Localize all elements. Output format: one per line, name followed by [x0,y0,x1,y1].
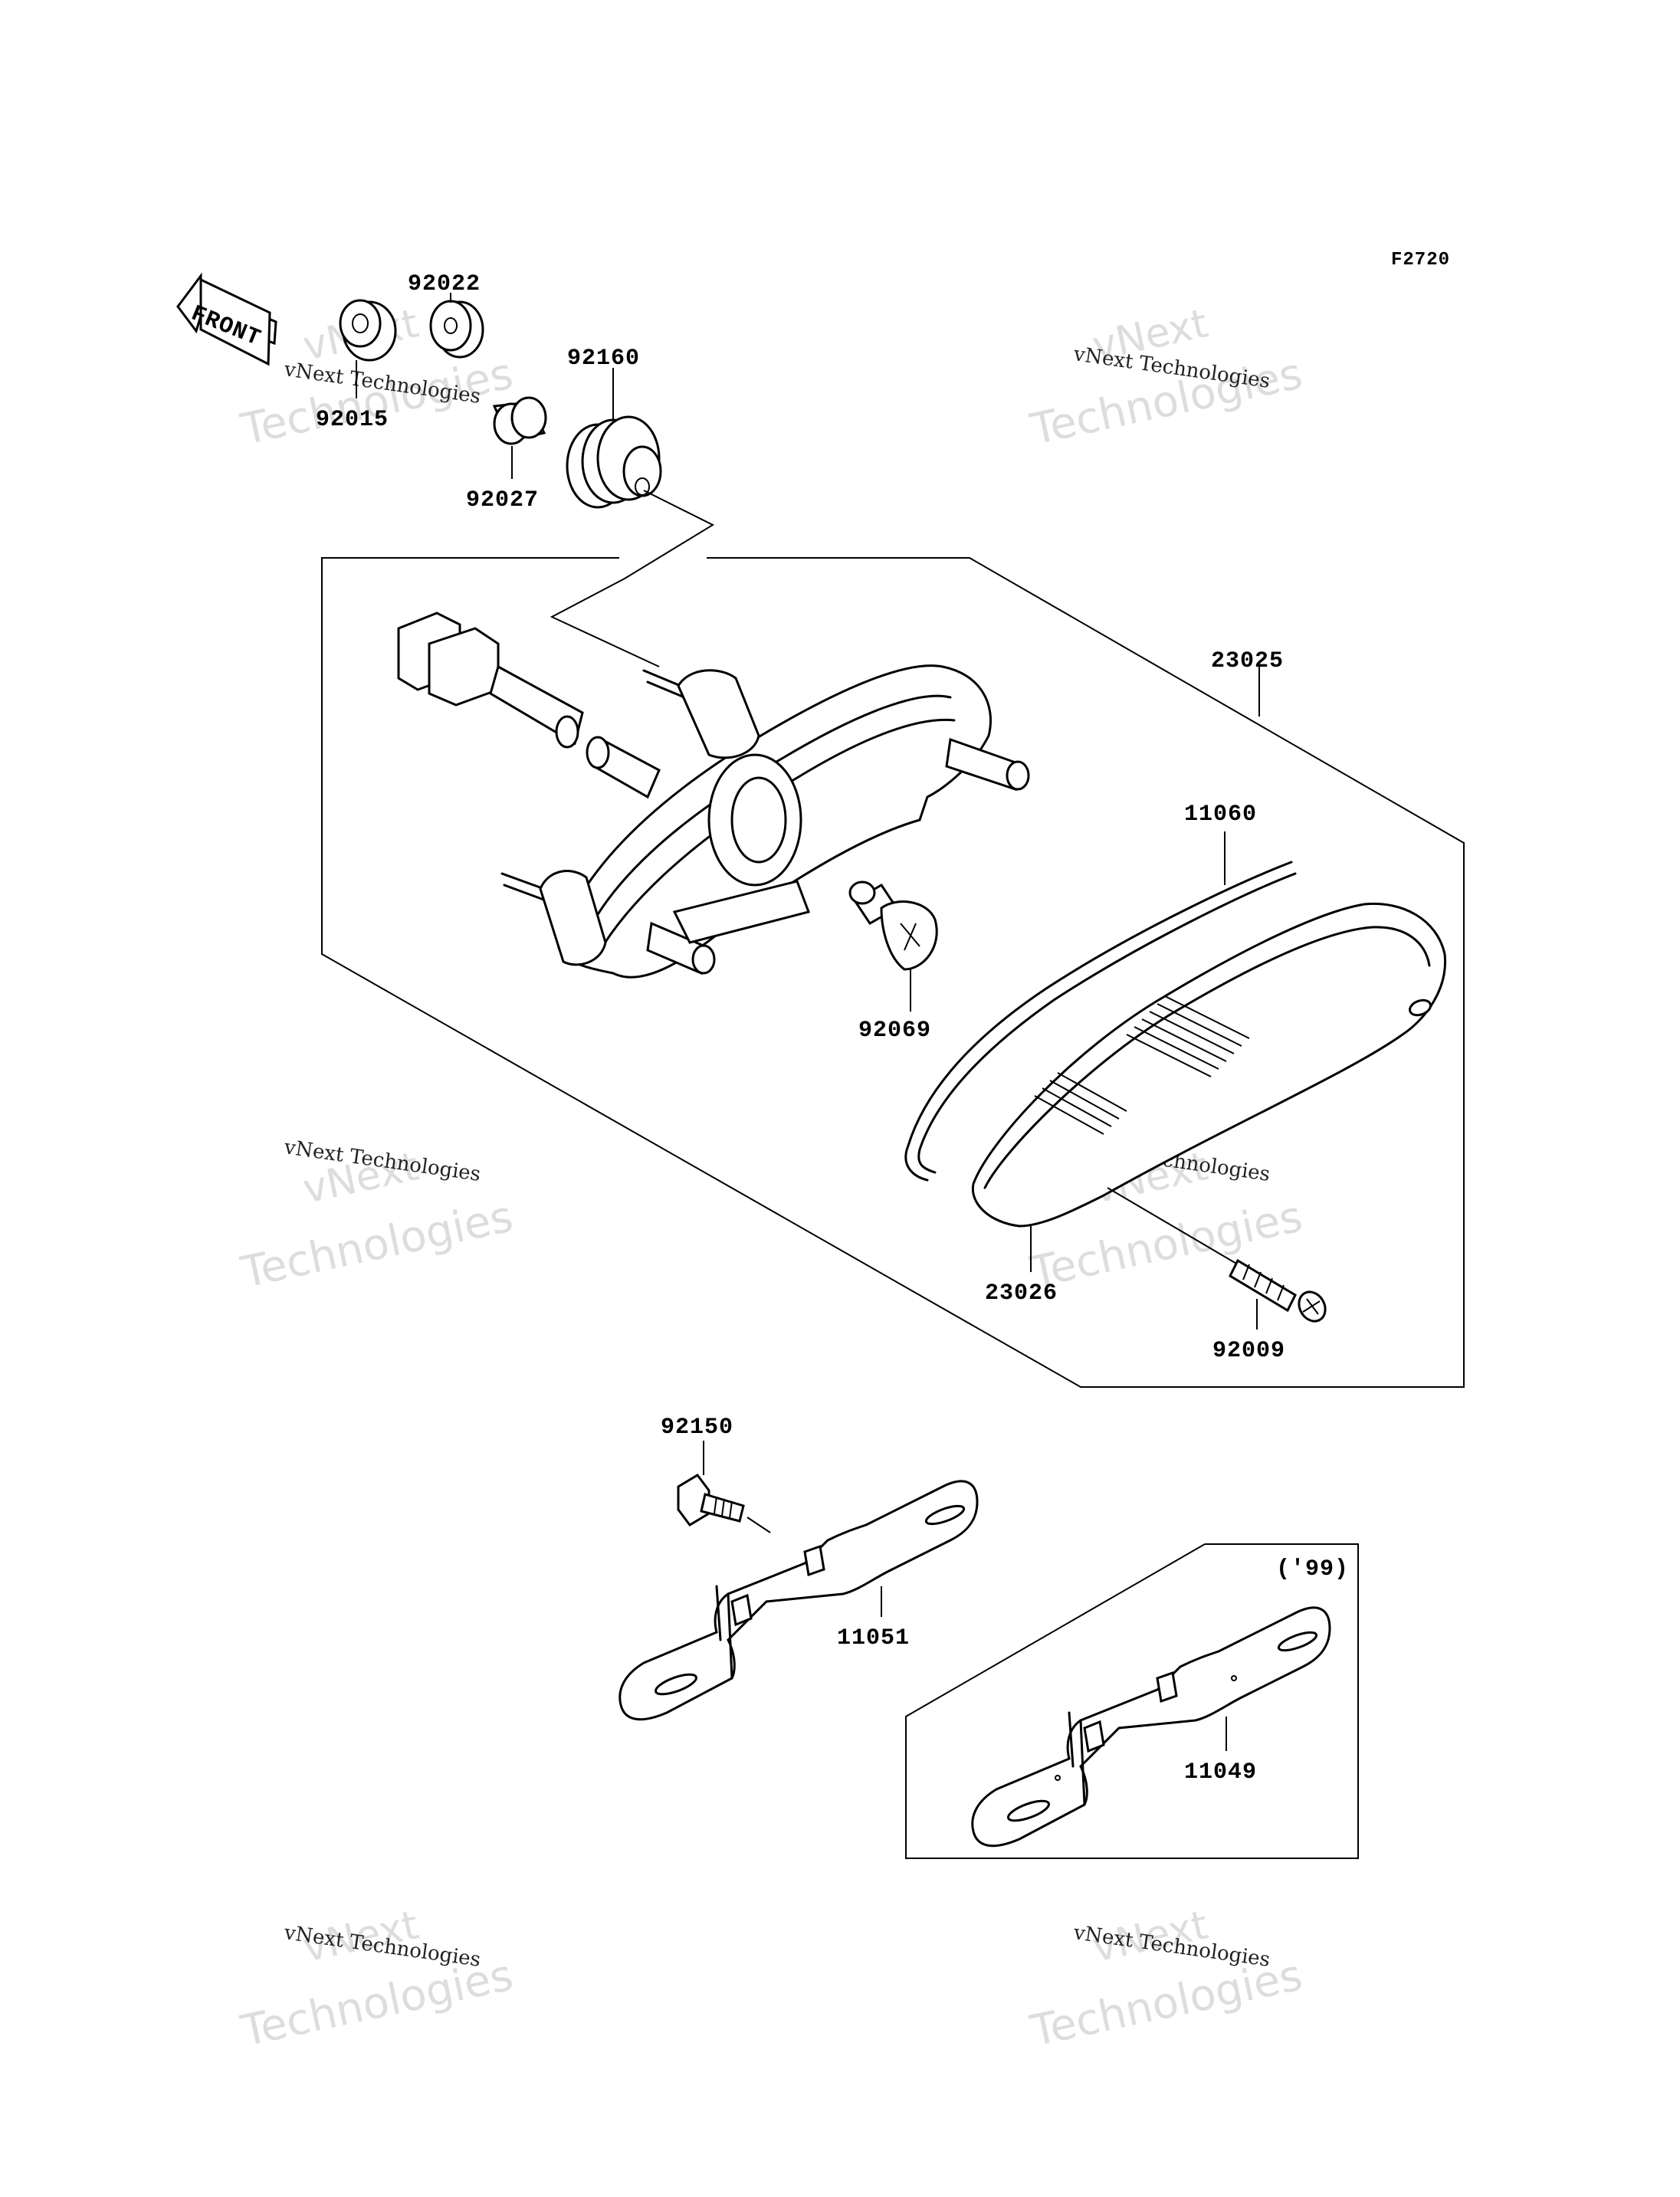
label-92027: 92027 [466,487,539,513]
variant-box-99 [905,1543,1359,1859]
watermark-bottom-right: vNext Technologies vNext Technologies [1025,1902,1306,2056]
watermark-top-right: vNext Technologies vNext Technologies [1025,300,1306,454]
label-92150: 92150 [661,1415,733,1441]
part-92022-washer [429,293,484,359]
part-92150-bolt [677,1441,771,1533]
label-92015: 92015 [316,407,389,433]
part-92160-grommet [566,368,662,509]
assembly-box-23025 [321,557,1465,1388]
label-92022: 92022 [408,271,481,297]
label-92160: 92160 [567,346,640,372]
part-11049-bracket [971,1606,1331,1848]
label-23026: 23026 [985,1280,1058,1307]
part-11051-bracket [619,1480,979,1721]
label-11049: 11049 [1184,1759,1257,1785]
part-92015-nut [339,299,397,398]
part-92027-collar [492,396,547,479]
label-11051: 11051 [837,1625,910,1651]
label-11060: 11060 [1184,802,1257,828]
label-92069: 92069 [858,1018,931,1044]
leader-92160-stud [550,490,715,667]
part-23026-lens [971,902,1447,1272]
watermark-bottom-left: vNext Technologies vNext Technologies [236,1902,517,2056]
front-arrow-icon: FRONT [176,272,277,366]
watermark-big-bottom: Technologies [236,1192,517,1298]
part-11060-gasket [904,831,1297,1182]
label-23025: 23025 [1211,648,1284,674]
watermark-mid-left: vNext Technologies vNext Technologies [236,1136,517,1298]
part-92069-bulb [848,880,938,1012]
label-92009: 92009 [1212,1338,1285,1364]
part-92009-screw [1107,1187,1327,1330]
variant-label: ('99) [1276,1556,1349,1582]
part-taillight-base [397,612,1030,979]
figure-code: F2720 [1391,250,1450,271]
